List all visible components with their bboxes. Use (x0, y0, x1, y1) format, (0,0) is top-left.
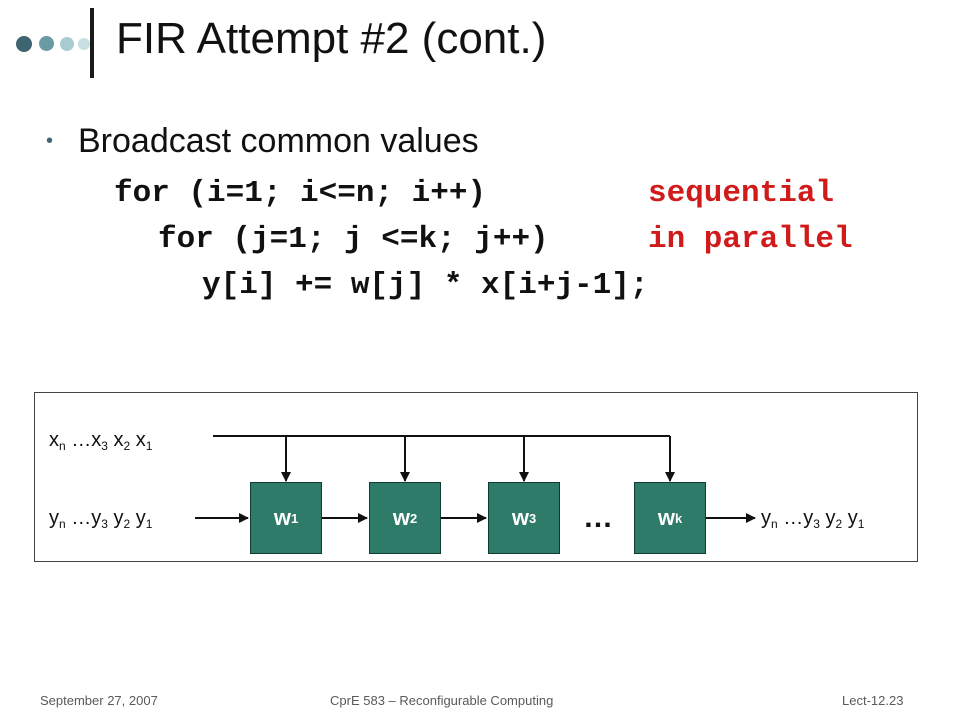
footer-date: September 27, 2007 (40, 693, 158, 708)
y-output-label: yn …y3 y2 y1 (761, 507, 865, 531)
x-input-label: xn …x3 x2 x1 (49, 429, 153, 453)
bullet-text: Broadcast common values (78, 122, 479, 160)
decor-dot-1 (16, 36, 32, 52)
title-divider (90, 8, 94, 78)
y-input-label: yn …y3 y2 y1 (49, 507, 153, 531)
code-line-2: for (j=1; j <=k; j++) (158, 222, 549, 257)
slide-title: FIR Attempt #2 (cont.) (116, 14, 547, 63)
diagram-wires (195, 435, 756, 523)
footer-slide-number: Lect-12.23 (842, 693, 904, 708)
decor-dot-2 (39, 36, 54, 51)
pe-ellipsis: … (583, 501, 613, 534)
code-line-1: for (i=1; i<=n; i++) (114, 176, 487, 211)
bullet-icon: • (46, 130, 54, 152)
decor-dot-3 (60, 37, 74, 51)
code-line-3: y[i] += w[j] * x[i+j-1]; (202, 268, 649, 303)
code-note-sequential: sequential (648, 176, 835, 211)
decor-dot-4 (78, 38, 90, 50)
code-note-parallel: in parallel (648, 222, 853, 257)
footer-course: CprE 583 – Reconfigurable Computing (330, 693, 554, 708)
